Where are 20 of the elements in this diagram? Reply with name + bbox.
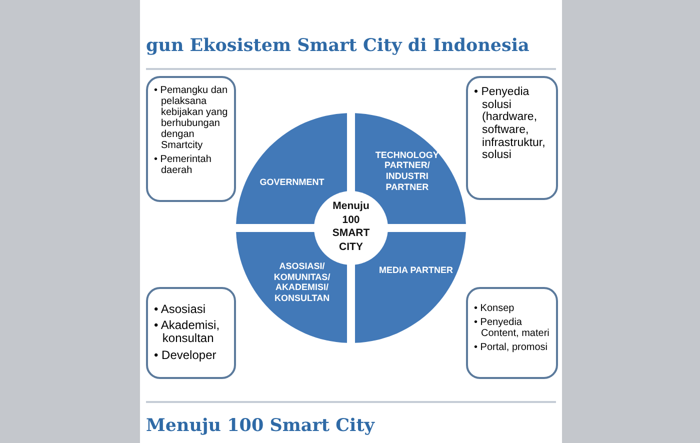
bullet-item: • Konsep	[474, 303, 516, 314]
bullet-item: • Penyedia solusi (hardware, software, infrastruktur, solusi	[474, 86, 546, 162]
bullet-item: • Developer	[154, 348, 218, 362]
segment-label: GOVERNMENT	[258, 177, 326, 188]
bullet-item: • Asosiasi	[154, 303, 207, 316]
slide-caption: Menuju 100 Smart City	[146, 416, 374, 436]
bullet-item: • Pemangku dan pelaksana kebijakan yang berhubungan dengan Smartcity	[154, 85, 229, 151]
center-label: Menuju 100 SMART CITY	[331, 200, 371, 255]
bullet-item: • Pemerintah daerah	[154, 154, 212, 176]
text-card	[466, 287, 558, 379]
segment-label: TECHNOLOGY PARTNER/ INDUSTRI PARTNER	[374, 150, 440, 193]
text-card	[466, 76, 558, 200]
segment-label: MEDIA PARTNER	[378, 265, 454, 276]
bullet-item: • Penyedia Content, materi	[474, 317, 550, 339]
segment-label: ASOSIASI/ KOMUNITAS/ AKADEMISI/ KONSULTAN	[272, 260, 332, 304]
bullet-item: • Akademisi, konsultan	[154, 319, 221, 346]
slide-title: gun Ekosistem Smart City di Indonesia	[146, 36, 530, 56]
text-card	[146, 76, 236, 202]
bullet-item: • Portal, promosi	[474, 342, 549, 353]
text-card	[146, 287, 236, 379]
